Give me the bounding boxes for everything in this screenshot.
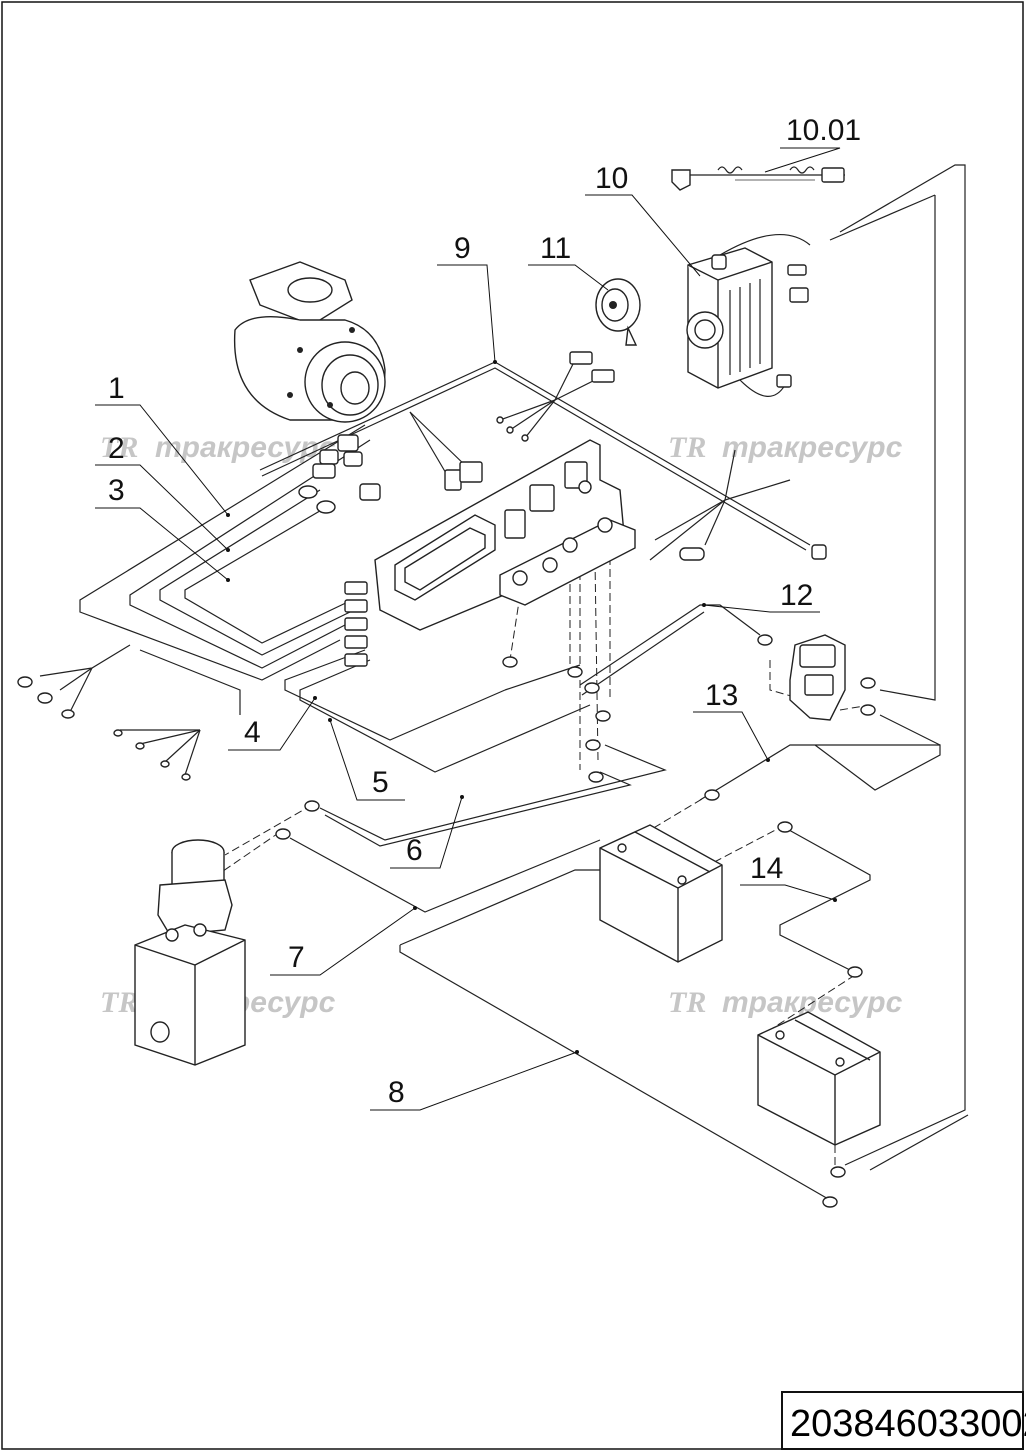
charger-cord [671, 166, 845, 191]
watermark-logo: ТR [668, 431, 706, 464]
callout-labels: 1 2 3 4 5 6 7 8 9 10 10.01 11 12 13 14 [108, 114, 861, 1109]
callout-14: 14 [750, 852, 783, 885]
callout-9: 9 [454, 232, 471, 265]
horn [595, 278, 641, 346]
callout-7: 7 [288, 941, 305, 974]
callout-5: 5 [372, 766, 389, 799]
callout-12: 12 [780, 579, 813, 612]
horn-connectors [496, 351, 615, 442]
battery-upper [599, 824, 723, 963]
ring-terminals [17, 544, 876, 1208]
watermark-logo: ТR [100, 986, 138, 1019]
watermark-bottom-right: ТR тракресурс [668, 986, 903, 1019]
controller-panel [374, 439, 636, 631]
callout-13: 13 [705, 679, 738, 712]
harness-wires [39, 164, 969, 1201]
callout-10: 10 [595, 162, 628, 195]
key-switch [789, 634, 846, 721]
callout-11: 11 [540, 232, 571, 265]
watermark-top-right: ТR тракресурс [668, 431, 903, 464]
motor-connectors [298, 434, 483, 514]
battery-lower [757, 1011, 881, 1146]
charger [686, 234, 811, 397]
watermark-text: тракресурс [722, 431, 903, 464]
callout-2: 2 [108, 432, 125, 465]
watermark-logo: ТR [668, 986, 706, 1019]
document-number: 203846033002 [790, 1403, 1026, 1445]
document-number-box: 203846033002 [781, 1391, 1026, 1450]
callout-10-01: 10.01 [786, 114, 861, 147]
callout-1: 1 [108, 372, 125, 405]
watermark-top-left: ТR тракресурс [100, 431, 336, 464]
callout-3: 3 [108, 474, 125, 507]
hydraulic-pump [134, 839, 246, 1066]
leader-lines [95, 147, 841, 1111]
watermark-logo: ТR [100, 431, 138, 464]
watermark-text: тракресурс [155, 431, 336, 464]
callout-8: 8 [388, 1076, 405, 1109]
traction-motor [233, 261, 386, 423]
callout-6: 6 [406, 834, 423, 867]
callout-4: 4 [244, 716, 261, 749]
